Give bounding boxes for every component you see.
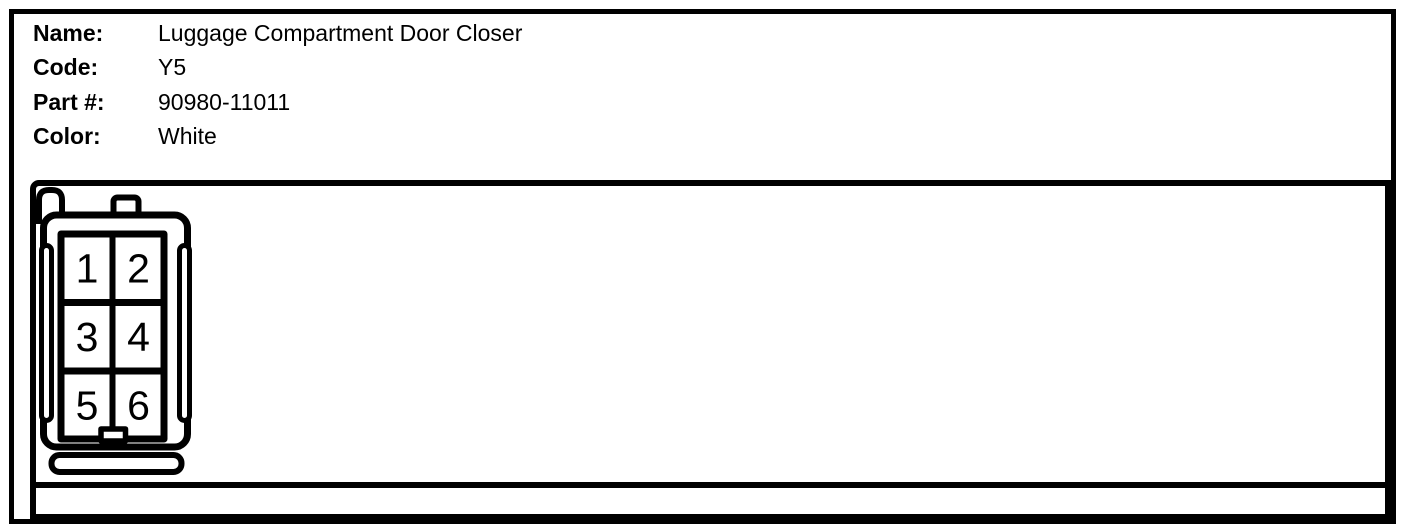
color-label: Color: <box>33 122 101 149</box>
name-value: Luggage Compartment Door Closer <box>158 20 523 46</box>
connector-base <box>48 452 185 475</box>
connector-side-rail-left <box>39 243 54 423</box>
header-row-part-number: Part #: 90980-11011 <box>33 85 522 119</box>
connector-side-rail-right <box>177 243 192 423</box>
header-row-name: Name: Luggage Compartment Door Closer <box>33 16 522 50</box>
header-row-code: Code: Y5 <box>33 50 522 84</box>
pin-number-5: 5 <box>76 383 99 429</box>
name-label: Name: <box>33 20 104 46</box>
part-number-value: 90980-11011 <box>158 88 291 115</box>
pin-number-3: 3 <box>76 314 99 360</box>
header-row-color: Color: White <box>33 119 522 153</box>
footer-strip <box>30 488 1391 520</box>
pin-notch <box>98 426 129 444</box>
code-label: Code: <box>33 54 99 81</box>
connector-diagram: 1 2 3 4 5 6 <box>36 187 192 475</box>
pin-number-2: 2 <box>127 246 150 292</box>
pin-number-4: 4 <box>127 314 150 360</box>
color-value: White <box>158 122 217 149</box>
pin-number-1: 1 <box>76 246 99 292</box>
code-value: Y5 <box>158 54 187 81</box>
diagram-area <box>30 180 1391 488</box>
pin-number-6: 6 <box>127 383 150 429</box>
part-number-label: Part #: <box>33 88 105 115</box>
connector-header: Name: Luggage Compartment Door Closer Cod… <box>33 16 522 153</box>
